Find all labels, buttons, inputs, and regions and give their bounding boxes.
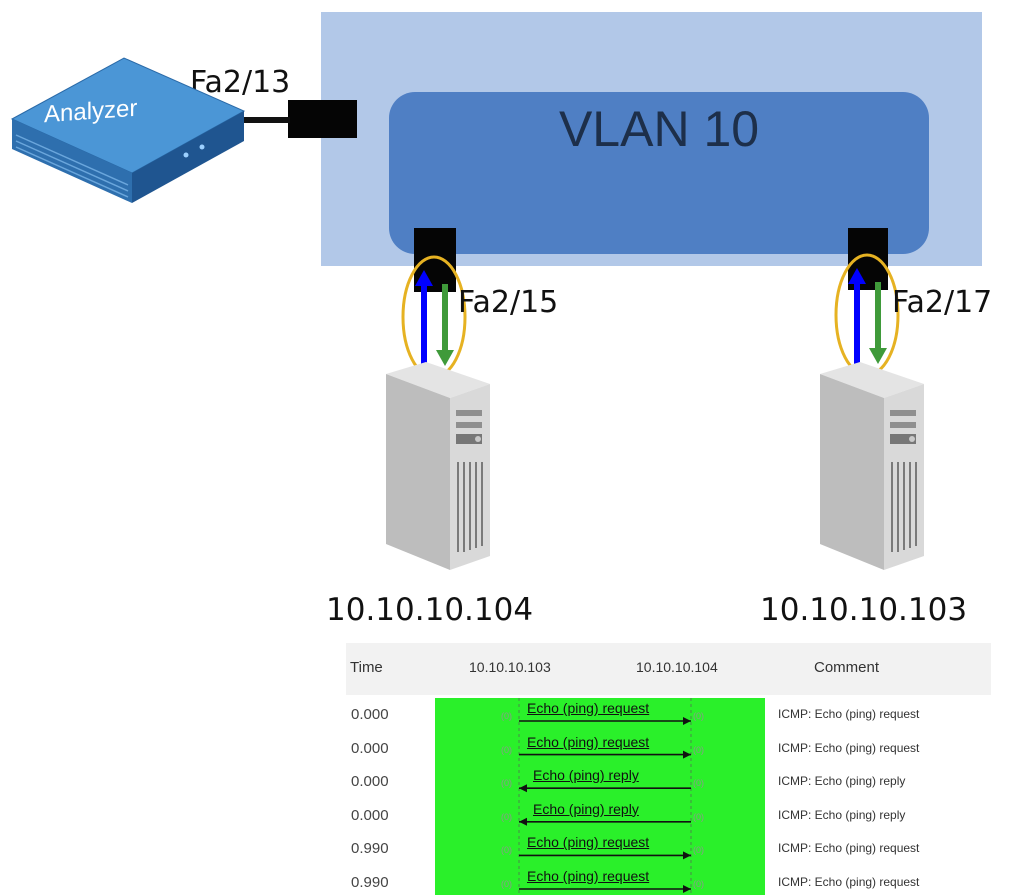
port-label-fa2-15: Fa2/15 (458, 285, 559, 320)
row-time: 0.000 (351, 739, 389, 757)
flow-area (435, 698, 765, 895)
capture-table: Time 10.10.10.103 10.10.10.104 Comment 0… (346, 643, 991, 895)
endpoint-marker: (0) (693, 778, 704, 789)
row-comment: ICMP: Echo (ping) request (778, 875, 920, 889)
endpoint-marker: (0) (501, 744, 512, 755)
flow-label: Echo (ping) request (527, 733, 650, 750)
row-comment: ICMP: Echo (ping) request (778, 707, 920, 721)
row-time: 0.000 (351, 806, 389, 824)
vlan-label: VLAN 10 (558, 101, 760, 157)
header-dst: 10.10.10.104 (636, 659, 718, 675)
server-tower-icon (820, 362, 924, 570)
flow-label: Echo (ping) reply (533, 800, 639, 817)
endpoint-marker: (0) (501, 811, 512, 822)
analyzer-cable (244, 117, 290, 123)
analyzer-device-icon (10, 57, 246, 203)
header-time: Time (350, 659, 383, 676)
flow-arrow-head (683, 851, 691, 860)
flow-lines (518, 698, 692, 895)
endpoint-marker: (0) (501, 711, 512, 721)
endpoint-marker: (0) (501, 879, 512, 889)
flow-label: Echo (ping) request (527, 834, 650, 851)
flow-label: Echo (ping) request (527, 700, 650, 716)
host-ip-label: 10.10.10.103 (760, 592, 968, 628)
capture-header: Time 10.10.10.103 10.10.10.104 Comment (346, 643, 991, 695)
flow-arrow-head (683, 750, 691, 759)
endpoint-marker: (0) (501, 778, 512, 789)
endpoint-marker: (0) (501, 845, 512, 856)
port-label-fa2-17: Fa2/17 (892, 285, 993, 320)
header-comment: Comment (814, 659, 880, 676)
flow-arrow-head (683, 717, 691, 725)
port-fa2-13 (288, 100, 357, 138)
arrow-down-green-head (869, 348, 887, 364)
highlight-ellipse (834, 253, 900, 377)
flow-arrow-head (683, 885, 691, 893)
endpoint-marker: (0) (693, 879, 704, 889)
endpoint-marker: (0) (693, 845, 704, 856)
row-time: 0.000 (351, 706, 389, 723)
arrow-down-green-head (436, 350, 454, 366)
row-time: 0.000 (351, 773, 389, 791)
flow-label: Echo (ping) reply (533, 767, 639, 784)
server-tower-icon (386, 362, 490, 570)
header-src: 10.10.10.103 (469, 659, 551, 675)
row-comment: ICMP: Echo (ping) request (778, 841, 920, 856)
endpoint-marker: (0) (693, 711, 704, 721)
flow-arrow-head (519, 817, 527, 826)
row-time: 0.990 (351, 874, 389, 891)
row-comment: ICMP: Echo (ping) reply (778, 807, 906, 822)
row-time: 0.990 (351, 840, 389, 858)
row-comment: ICMP: Echo (ping) reply (778, 774, 906, 789)
endpoint-marker: (0) (693, 811, 704, 822)
flow-arrow-head (519, 784, 527, 793)
vlan-box (389, 92, 929, 254)
flow-label: Echo (ping) request (527, 868, 650, 884)
host-ip-label: 10.10.10.104 (326, 592, 534, 628)
highlight-ellipse (401, 255, 467, 379)
row-comment: ICMP: Echo (ping) request (778, 740, 920, 755)
arrow-up-blue-head (848, 268, 866, 284)
arrow-up-blue-head (415, 270, 433, 286)
endpoint-marker: (0) (693, 744, 704, 755)
